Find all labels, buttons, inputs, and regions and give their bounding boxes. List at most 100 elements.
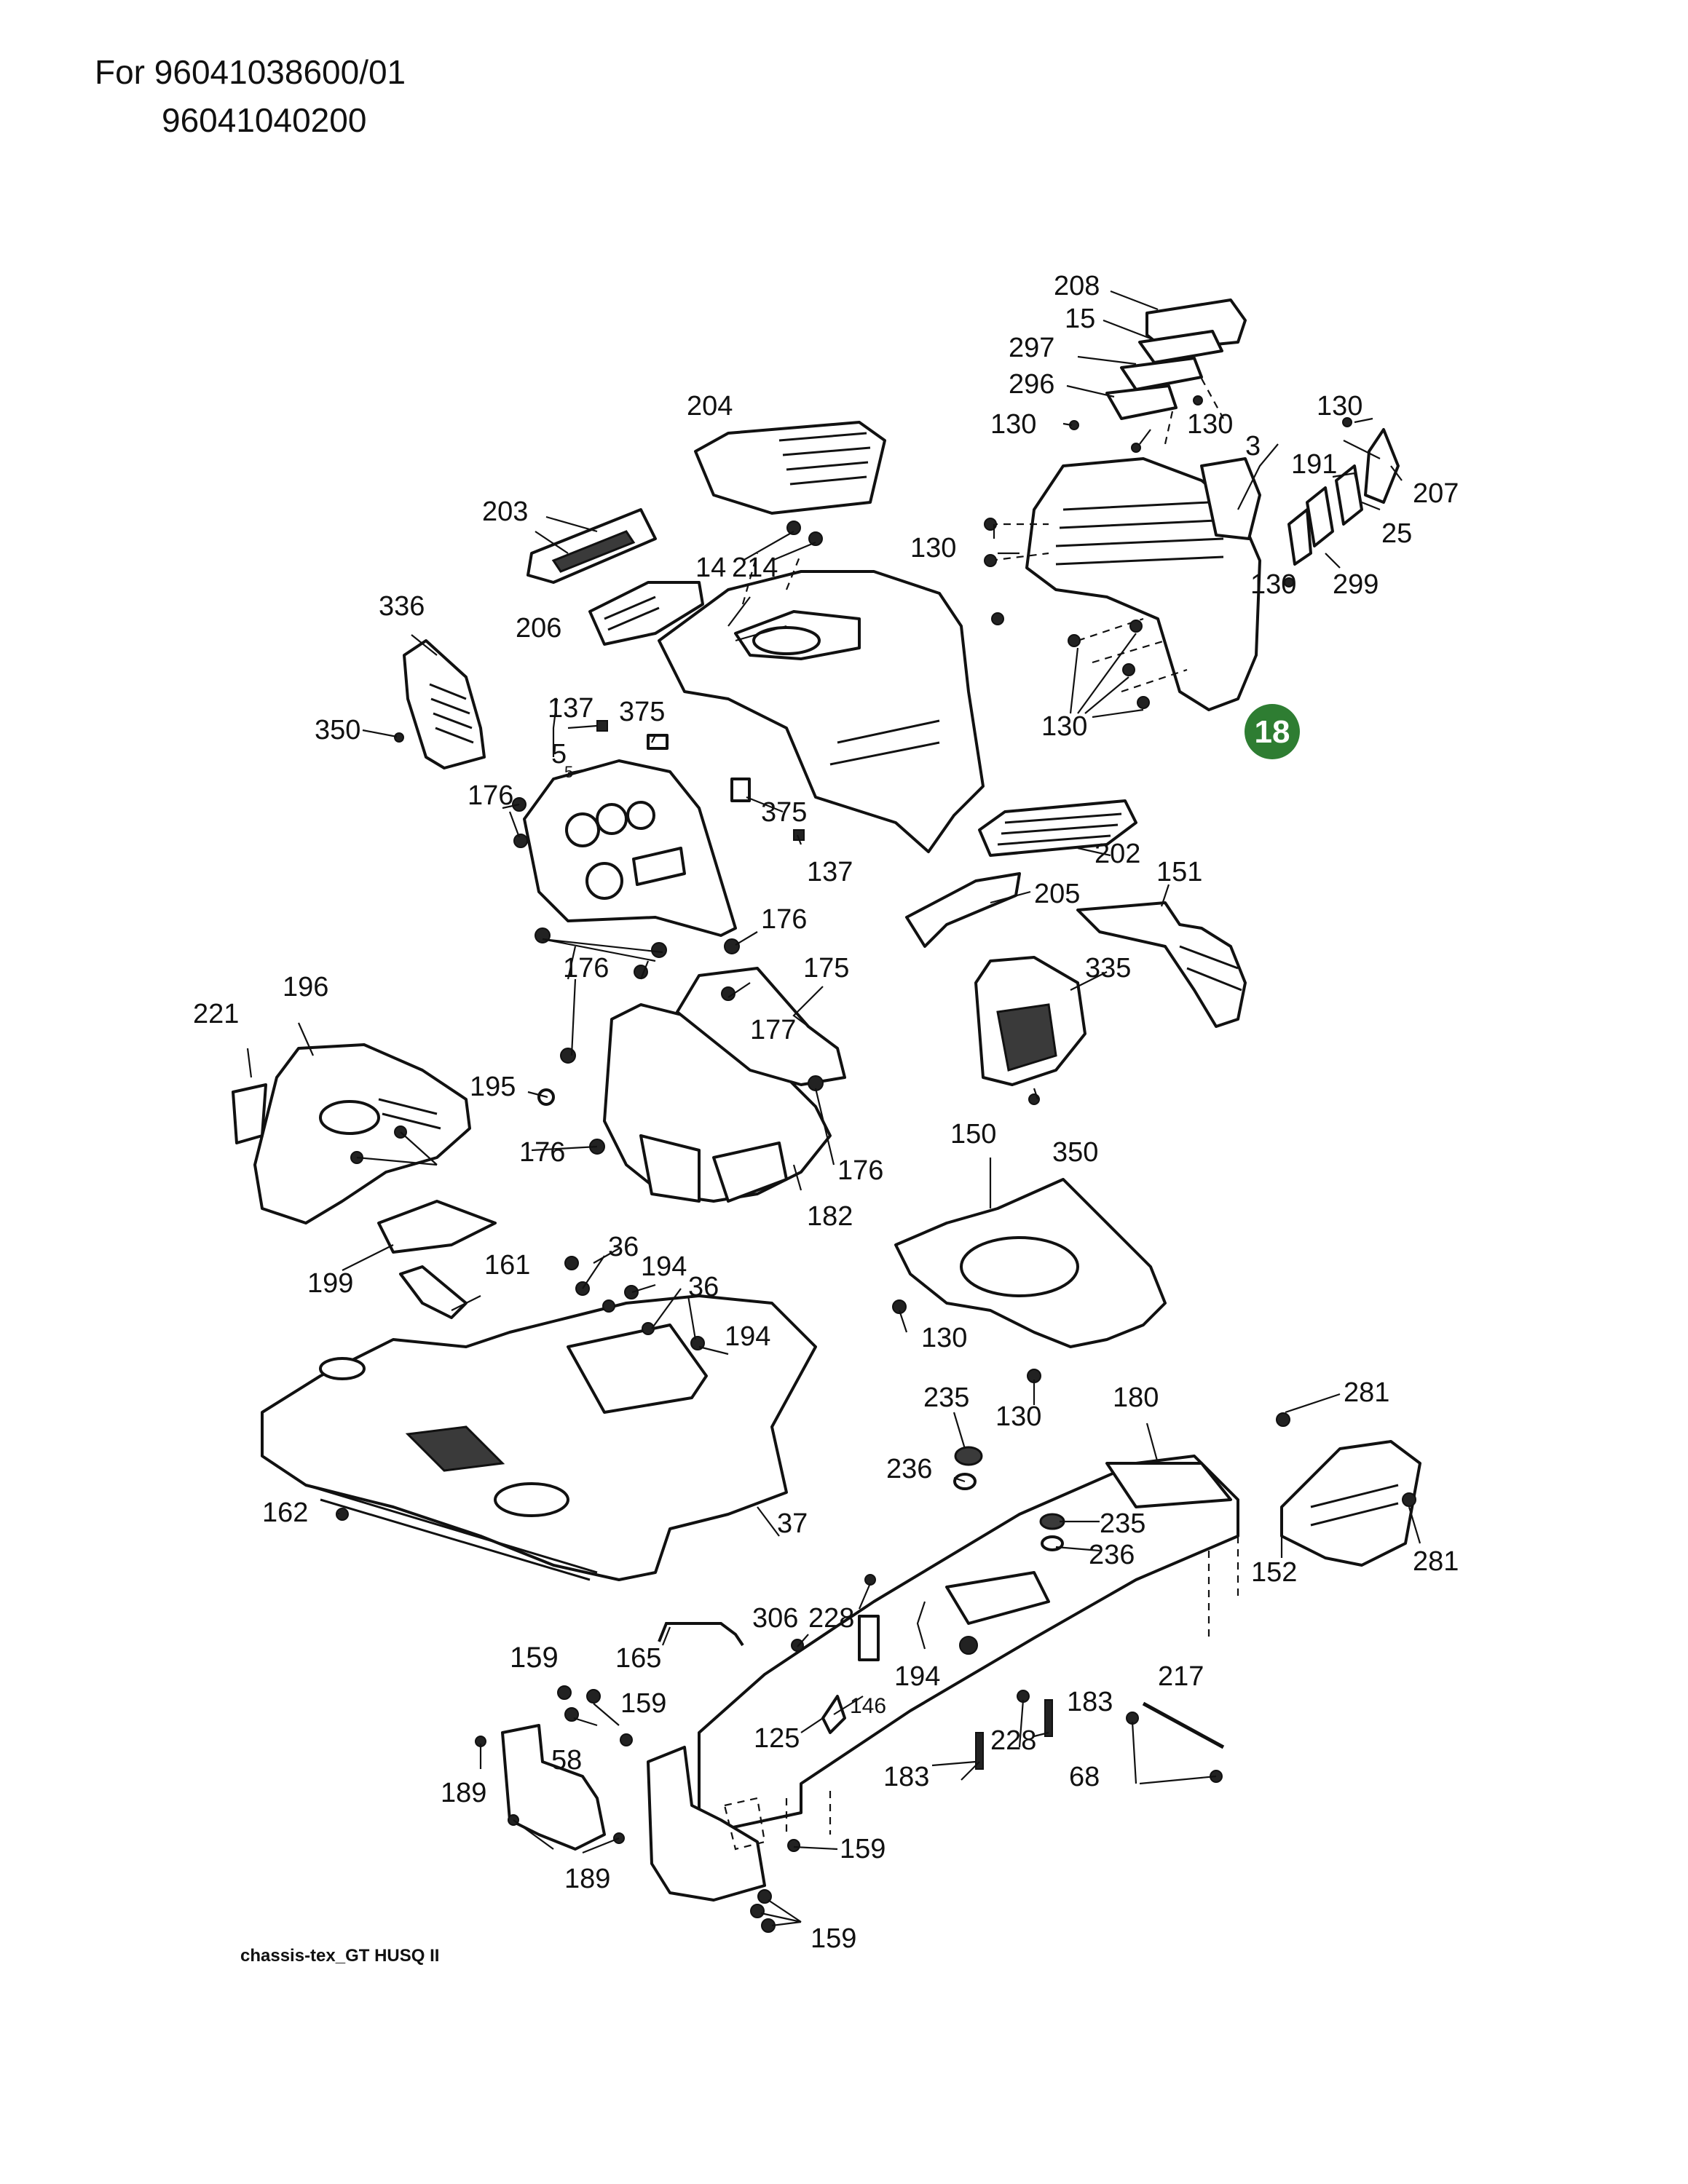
callout-176-a: 176 bbox=[468, 780, 513, 811]
callout-58: 58 bbox=[551, 1745, 582, 1776]
callout-36-a: 36 bbox=[608, 1232, 639, 1262]
callout-175: 175 bbox=[803, 953, 849, 984]
callout-183-b: 183 bbox=[883, 1762, 929, 1792]
front-hood-section bbox=[990, 457, 1261, 711]
link-rod-217 bbox=[1142, 1701, 1225, 1749]
callout-176-b: 176 bbox=[761, 904, 807, 935]
callout-130-h: 130 bbox=[995, 1401, 1041, 1432]
callout-208: 208 bbox=[1054, 271, 1100, 301]
callout-228-a: 228 bbox=[808, 1603, 854, 1634]
callout-281-b: 281 bbox=[1413, 1546, 1459, 1577]
grille-202 bbox=[978, 799, 1137, 857]
callout-336: 336 bbox=[379, 591, 425, 622]
callout-281-a: 281 bbox=[1344, 1377, 1389, 1408]
callout-162: 162 bbox=[262, 1497, 308, 1528]
callout-146: 146 bbox=[850, 1694, 886, 1718]
callout-3: 3 bbox=[1245, 431, 1261, 462]
callout-130-c: 130 bbox=[1317, 391, 1362, 422]
vent-piece-206 bbox=[588, 581, 704, 646]
callout-159-a: 159 bbox=[510, 1642, 559, 1674]
rod-165 bbox=[658, 1622, 744, 1647]
callout-25: 25 bbox=[1381, 518, 1412, 549]
model-numbers-line-1: For 96041038600/01 bbox=[95, 53, 406, 91]
callout-296: 296 bbox=[1009, 369, 1054, 400]
callout-299: 299 bbox=[1333, 569, 1379, 600]
callout-150: 150 bbox=[950, 1119, 996, 1150]
callout-130-b: 130 bbox=[1187, 409, 1233, 440]
callout-177: 177 bbox=[750, 1015, 796, 1045]
part-199 bbox=[377, 1200, 497, 1254]
callout-130-g: 130 bbox=[921, 1323, 967, 1353]
callout-125: 125 bbox=[754, 1723, 800, 1754]
callout-159-b: 159 bbox=[620, 1688, 666, 1719]
callout-228-b: 228 bbox=[990, 1725, 1036, 1756]
callout-176-d: 176 bbox=[519, 1137, 565, 1168]
callout-350-b: 350 bbox=[1052, 1137, 1098, 1168]
callout-161: 161 bbox=[484, 1250, 530, 1281]
callout-5-b: 5 bbox=[564, 763, 573, 781]
callout-350-a: 350 bbox=[315, 715, 360, 745]
callout-335: 335 bbox=[1085, 953, 1131, 984]
callout-236-a: 236 bbox=[886, 1454, 932, 1484]
callout-203: 203 bbox=[482, 496, 528, 527]
callout-207: 207 bbox=[1413, 478, 1459, 509]
callout-130-e: 130 bbox=[910, 533, 956, 563]
callout-159-c: 159 bbox=[840, 1834, 886, 1864]
hood-emblem-stack bbox=[1105, 298, 1247, 445]
callout-206: 206 bbox=[516, 613, 561, 644]
model-numbers-line-2: 96041040200 bbox=[162, 101, 367, 139]
callout-306: 306 bbox=[752, 1603, 798, 1634]
callout-37: 37 bbox=[777, 1508, 808, 1539]
trim-205 bbox=[905, 872, 1021, 948]
callout-14: 14 bbox=[695, 553, 726, 583]
callout-189-b: 189 bbox=[564, 1864, 610, 1894]
callout-236-b: 236 bbox=[1089, 1540, 1135, 1570]
callout-183-a: 183 bbox=[1067, 1687, 1113, 1717]
dash-cover-196 bbox=[253, 1043, 471, 1224]
callout-194-b: 194 bbox=[725, 1321, 770, 1352]
callout-202: 202 bbox=[1095, 839, 1140, 869]
headlight-assembly bbox=[1287, 428, 1400, 566]
callout-176-e: 176 bbox=[837, 1155, 883, 1186]
callout-130-a: 130 bbox=[990, 409, 1036, 440]
seat-bracket-152 bbox=[1280, 1440, 1421, 1567]
callout-189-a: 189 bbox=[441, 1778, 486, 1808]
callout-221: 221 bbox=[193, 999, 239, 1029]
callout-36-b: 36 bbox=[688, 1272, 719, 1302]
side-panel-335 bbox=[974, 956, 1086, 1086]
callout-130-d: 130 bbox=[1250, 569, 1296, 600]
callout-137-b: 137 bbox=[807, 857, 853, 887]
callout-badge-18: 18 bbox=[1245, 704, 1300, 759]
diagram-footer-label: chassis-tex_GT HUSQ II bbox=[240, 1946, 440, 1966]
side-trim-203 bbox=[526, 508, 657, 584]
callout-214: 214 bbox=[732, 553, 778, 583]
part-161 bbox=[399, 1265, 468, 1319]
callout-195: 195 bbox=[470, 1072, 516, 1102]
belt-shield-150 bbox=[894, 1178, 1167, 1348]
callout-205: 205 bbox=[1034, 879, 1080, 909]
callout-204: 204 bbox=[687, 391, 733, 422]
fender-deck-37 bbox=[261, 1294, 817, 1581]
callout-159-d: 159 bbox=[811, 1923, 856, 1954]
callout-297: 297 bbox=[1009, 333, 1054, 363]
callout-199: 199 bbox=[307, 1268, 353, 1299]
callout-68: 68 bbox=[1069, 1762, 1100, 1792]
hood-top-grille bbox=[694, 421, 886, 515]
callout-235-a: 235 bbox=[923, 1382, 969, 1413]
callout-235-b: 235 bbox=[1100, 1508, 1145, 1539]
decal-221 bbox=[232, 1083, 267, 1144]
callout-5-a: 5 bbox=[551, 739, 567, 769]
callout-165: 165 bbox=[615, 1643, 661, 1674]
callout-152: 152 bbox=[1251, 1557, 1297, 1588]
page-header: For 96041038600/01 96041040200 bbox=[95, 48, 406, 144]
callout-375-b: 375 bbox=[761, 797, 807, 828]
callout-191: 191 bbox=[1291, 449, 1337, 480]
side-panel-336 bbox=[403, 639, 486, 769]
dashboard-console bbox=[523, 759, 737, 937]
callout-196: 196 bbox=[283, 972, 328, 1002]
bracket-151 bbox=[1076, 901, 1247, 1028]
callout-375-a: 375 bbox=[619, 697, 665, 727]
leader-lines bbox=[246, 290, 1421, 1927]
callout-numbers: 208 15 297 296 130 130 3 130 191 207 25 … bbox=[193, 271, 1459, 1954]
